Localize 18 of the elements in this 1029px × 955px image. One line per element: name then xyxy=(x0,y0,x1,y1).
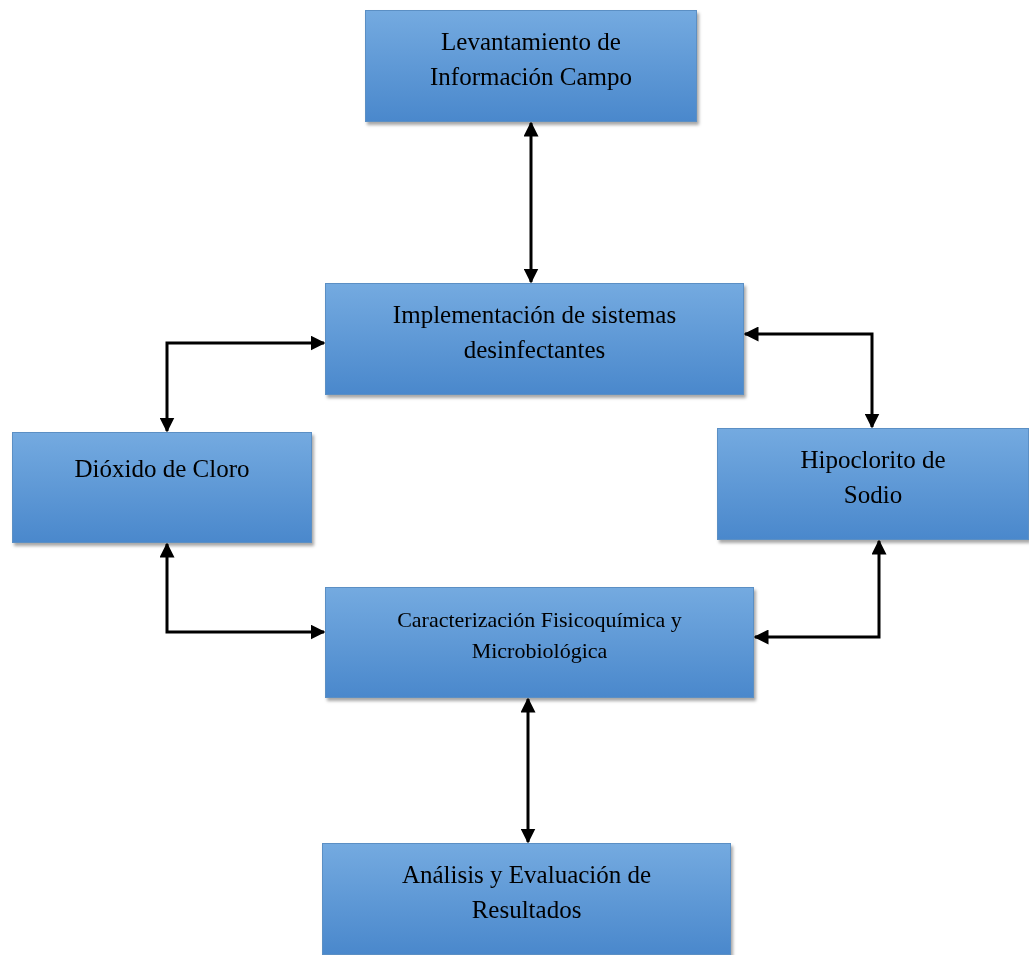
process-box xyxy=(325,587,754,698)
arrow xyxy=(159,542,326,640)
box-label: Hipoclorito de Sodio xyxy=(799,445,947,510)
arrow xyxy=(753,539,887,645)
box-label: Implementación de sistemas desinfectantes xyxy=(391,300,678,365)
process-box xyxy=(365,10,697,122)
box-label: Caracterización Fisicoquímica y Microbiológica xyxy=(396,605,683,665)
process-box xyxy=(322,843,731,955)
arrow xyxy=(520,697,536,844)
process-box xyxy=(12,432,312,543)
arrow xyxy=(743,326,880,429)
arrow xyxy=(159,335,326,433)
process-box xyxy=(717,428,1029,540)
box-label: Dióxido de Cloro xyxy=(74,454,250,484)
arrow xyxy=(523,121,539,284)
box-label: Análisis y Evaluación de Resultados xyxy=(400,860,653,925)
process-box xyxy=(325,283,744,395)
box-label: Levantamiento de Información Campo xyxy=(429,27,633,92)
